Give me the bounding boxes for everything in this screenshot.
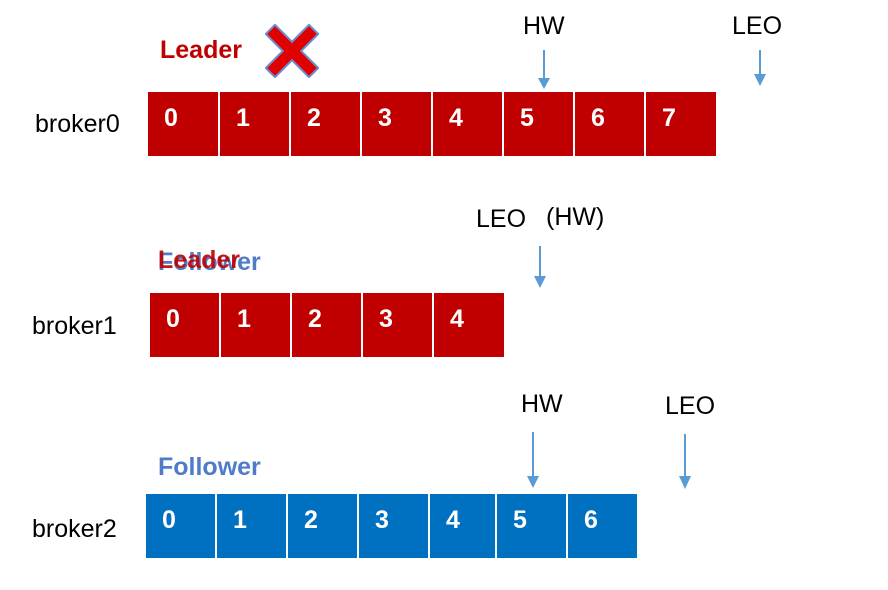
broker1-label: broker1 bbox=[32, 312, 117, 340]
broker2-offset-cell: 6 bbox=[568, 494, 637, 558]
broker2-offset-cell: 3 bbox=[359, 494, 430, 558]
broker1-offset-cell: 2 bbox=[292, 293, 363, 357]
broker1-role-label: Leader bbox=[158, 246, 240, 274]
broker2-leo-label: LEO bbox=[665, 392, 716, 420]
broker1-hw-label: (HW) bbox=[546, 203, 605, 231]
broker0-leo-arrow-icon bbox=[753, 50, 767, 90]
broker0-offset-cell: 1 bbox=[220, 92, 291, 156]
broker0-offset-cell: 4 bbox=[433, 92, 504, 156]
broker1-leo-arrow-icon bbox=[533, 246, 547, 290]
broker2-leo-arrow-icon bbox=[678, 434, 692, 492]
broker1-leo-label: LEO bbox=[476, 205, 527, 233]
broker2-offset-cell: 4 bbox=[430, 494, 497, 558]
broker0-offset-cell: 7 bbox=[646, 92, 716, 156]
broker0-log: 0 1 2 3 4 5 6 7 bbox=[148, 92, 716, 156]
broker0-role-label: Leader bbox=[160, 36, 242, 64]
broker0-leo-label: LEO bbox=[732, 12, 783, 40]
broker1-offset-cell: 4 bbox=[434, 293, 504, 357]
broker2-offset-cell: 0 bbox=[146, 494, 217, 558]
broker2-label: broker2 bbox=[32, 515, 117, 543]
broker0-offset-cell: 3 bbox=[362, 92, 433, 156]
broker1-previous-role-label: Follower bbox=[158, 248, 261, 276]
broker2-offset-cell: 2 bbox=[288, 494, 359, 558]
broker2-hw-label: HW bbox=[521, 390, 563, 418]
broker2-offset-cell: 1 bbox=[217, 494, 288, 558]
broker2-log: 0 1 2 3 4 5 6 bbox=[146, 494, 637, 558]
broker0-hw-label: HW bbox=[523, 12, 565, 40]
broker2-hw-arrow-icon bbox=[526, 432, 540, 490]
broker1-offset-cell: 1 bbox=[221, 293, 292, 357]
broker0-offset-cell: 0 bbox=[148, 92, 220, 156]
red-x-icon bbox=[264, 23, 320, 79]
broker2-offset-cell: 5 bbox=[497, 494, 568, 558]
broker1-log: 0 1 2 3 4 bbox=[150, 293, 504, 357]
broker0-hw-arrow-icon bbox=[537, 50, 551, 90]
broker0-label: broker0 bbox=[35, 110, 120, 138]
broker0-offset-cell: 5 bbox=[504, 92, 575, 156]
broker1-offset-cell: 0 bbox=[150, 293, 221, 357]
broker0-offset-cell: 6 bbox=[575, 92, 646, 156]
broker2-role-label: Follower bbox=[158, 453, 261, 481]
broker1-offset-cell: 3 bbox=[363, 293, 434, 357]
broker0-offset-cell: 2 bbox=[291, 92, 362, 156]
